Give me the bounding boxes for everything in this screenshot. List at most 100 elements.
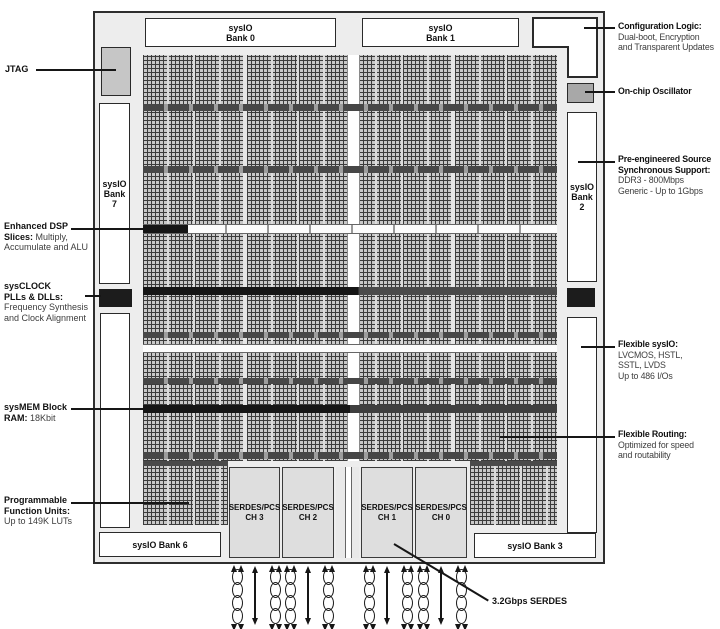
callout-config: Configuration Logic: Dual-boot, Encrypti… [618, 21, 720, 53]
ebr-row-dark [143, 287, 557, 295]
callout-sysmem-body: 18Kbit [27, 412, 56, 423]
sysmem-block-row [143, 405, 557, 413]
leader-sysclock [85, 295, 101, 297]
arrowhead-up-icon [437, 566, 444, 573]
callout-jtag-title: JTAG [5, 64, 29, 74]
jtag-block [101, 47, 131, 96]
pair-arrows-down [363, 624, 376, 629]
callout-pfu: Programmable Function Units: Up to 149K … [4, 495, 134, 527]
callout-sysclock: sysCLOCK PLLs & DLLs: Frequency Synthesi… [4, 281, 134, 323]
serdes-ch0-label: SERDES/PCS CH 0 [415, 502, 467, 522]
leader-config [584, 27, 615, 29]
callout-serdes-speed: 3.2Gbps SERDES [492, 596, 602, 607]
fabric-row-stripe [143, 452, 557, 459]
callout-sysclock-body: Frequency Synthesis and Clock Alignment [4, 302, 89, 323]
twist-link [364, 608, 375, 624]
oscillator-block [567, 83, 594, 103]
arrowhead-down-icon [417, 624, 423, 629]
arrow-line [385, 572, 388, 619]
serdes-ch3-block: SERDES/PCS CH 3 [229, 467, 280, 558]
serdes-ch1-label: SERDES/PCS CH 1 [361, 502, 413, 522]
arrow-line [306, 572, 309, 619]
arrowhead-down-icon [455, 624, 461, 629]
arrowhead-up-icon [363, 565, 369, 572]
callout-config-body: Dual-boot, Encryption and Transparent Up… [618, 31, 714, 53]
callout-sysmem-title: sysMEM Block RAM: [4, 402, 68, 423]
arrowhead-down-icon [370, 624, 376, 629]
twist-link [418, 608, 429, 624]
callout-serdes-speed-title: 3.2Gbps SERDES [492, 596, 568, 606]
sysio-bank7: sysIO Bank 7 [99, 103, 130, 284]
arrowhead-up-icon [322, 565, 328, 572]
sysio-bank1-label: sysIO Bank 1 [426, 22, 455, 43]
arrowhead-down-icon [291, 624, 297, 629]
callout-source-sync: Pre-engineered Source Synchronous Suppor… [618, 154, 720, 196]
bidirectional-arrow-icon [437, 566, 444, 625]
fabric-row-stripe [143, 332, 557, 338]
arrow-line [439, 572, 442, 619]
left-io-strip [100, 313, 130, 528]
arrowhead-up-icon [284, 565, 290, 572]
arrowhead-up-icon [424, 565, 430, 572]
twisted-pair-icon [455, 565, 468, 629]
fabric-row-stripe [143, 461, 228, 466]
bidirectional-arrow-icon [251, 566, 258, 625]
twisted-pair-icon [363, 565, 376, 629]
pair-arrows-down [322, 624, 335, 629]
bidirectional-arrow-icon [383, 566, 390, 625]
leader-sysmem [71, 408, 147, 410]
arrowhead-down-icon [462, 624, 468, 629]
arrowhead-down-icon [401, 624, 407, 629]
pair-arrows-down [417, 624, 430, 629]
callout-pfu-body: Up to 149K LUTs [4, 516, 73, 526]
pair-arrows-up [322, 565, 335, 572]
twist-link [402, 608, 413, 624]
pair-arrows-down [455, 624, 468, 629]
leader-pfu [71, 502, 189, 504]
pair-arrows-down [284, 624, 297, 629]
arrowhead-up-icon [455, 565, 461, 572]
serdes-ch2-label: SERDES/PCS CH 2 [282, 502, 334, 522]
arrowhead-up-icon [251, 566, 258, 573]
callout-dsp-title: Enhanced DSP Slices: [4, 221, 69, 242]
twisted-pair-icon [231, 565, 244, 629]
bidirectional-arrow-icon [304, 566, 311, 625]
arrowhead-down-icon [284, 624, 290, 629]
callout-sysclock-title: sysCLOCK PLLs & DLLs: [4, 281, 64, 302]
callout-flexible-sysio-title: Flexible sysIO: [618, 339, 678, 349]
callout-flexible-routing-title: Flexible Routing: [618, 429, 687, 439]
callout-jtag: JTAG [5, 64, 135, 75]
callout-config-title: Configuration Logic: [618, 21, 702, 31]
callout-dsp: Enhanced DSP Slices: Multiply, Accumulat… [4, 221, 134, 253]
pair-arrows-up [401, 565, 414, 572]
sysio-bank6-label: sysIO Bank 6 [132, 539, 188, 550]
arrowhead-down-icon [383, 618, 390, 625]
pair-arrows-up [231, 565, 244, 572]
callout-flexible-routing-body: Optimized for speed and routability [618, 439, 694, 461]
dsp-slice-row [143, 224, 557, 234]
sysio-bank6: sysIO Bank 6 [99, 532, 221, 557]
pll-block-left [99, 289, 132, 307]
pair-arrows-down [231, 624, 244, 629]
arrowhead-down-icon [363, 624, 369, 629]
arrowhead-up-icon [401, 565, 407, 572]
arrowhead-up-icon [408, 565, 414, 572]
arrowhead-down-icon [231, 624, 237, 629]
arrowhead-up-icon [417, 565, 423, 572]
callout-pfu-title: Programmable Function Units: [4, 495, 70, 516]
twisted-pair-icon [269, 565, 282, 629]
twisted-pair-icon [401, 565, 414, 629]
callout-source-sync-body: DDR3 - 800Mbps Generic - Up to 1Gbps [618, 175, 703, 196]
callout-oscillator-title: On-chip Oscillator [618, 86, 692, 96]
serdes-io-pairs [0, 564, 720, 629]
sysio-bank2: sysIO Bank 2 [567, 112, 597, 282]
callout-oscillator: On-chip Oscillator [618, 86, 720, 97]
fabric-row-stripe [143, 104, 557, 111]
pair-arrows-up [455, 565, 468, 572]
dsp-slice-highlight [143, 225, 188, 233]
serdes-ch1-block: SERDES/PCS CH 1 [361, 467, 413, 558]
fabric-row-stripe [143, 378, 557, 384]
arrowhead-up-icon [462, 565, 468, 572]
leader-oscillator [585, 91, 615, 93]
pair-arrows-up [284, 565, 297, 572]
